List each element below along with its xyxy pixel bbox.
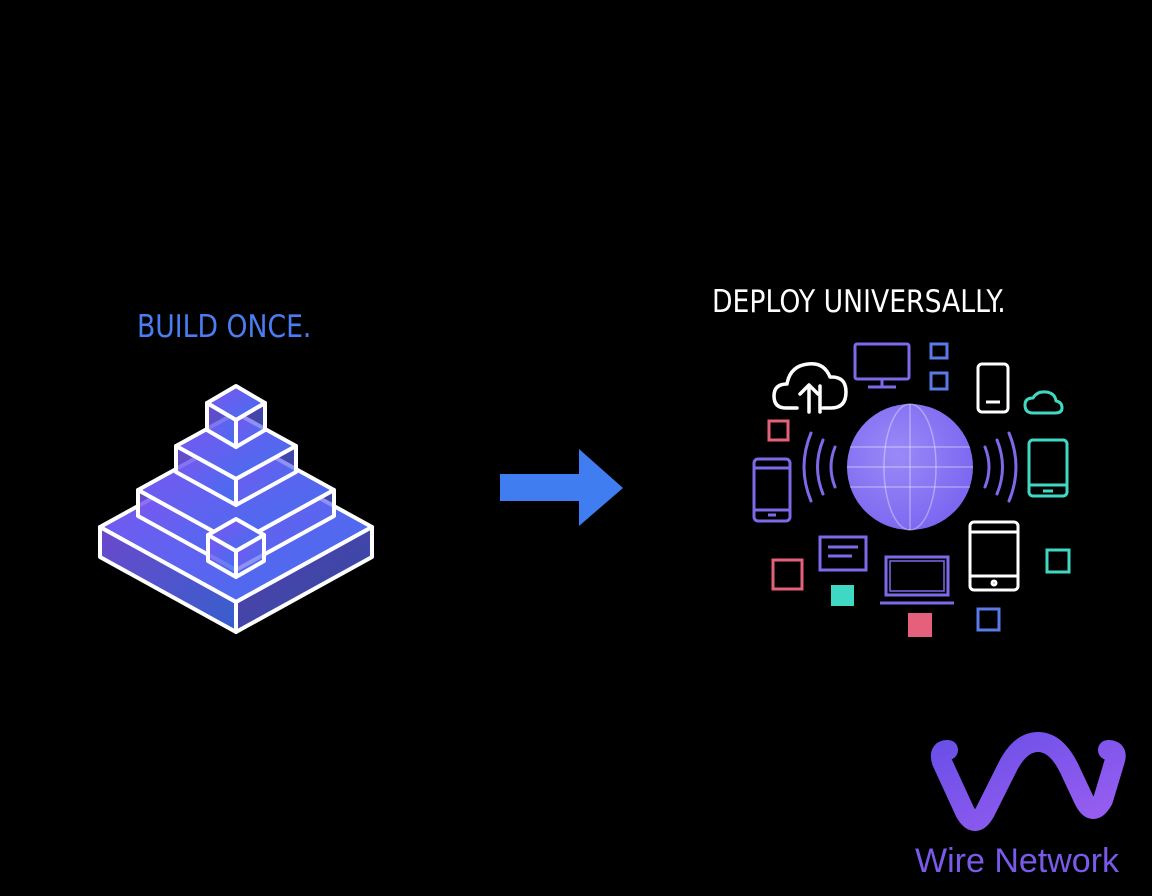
globe-icon bbox=[847, 403, 973, 531]
build-once-heading: BUILD ONCE. bbox=[137, 309, 312, 345]
square-icon bbox=[831, 585, 854, 606]
brand-name: Wire Network bbox=[915, 842, 1120, 880]
cloud-upload-icon bbox=[772, 362, 848, 414]
square-icon bbox=[908, 613, 932, 637]
stacked-pyramid-icon bbox=[98, 384, 374, 634]
pyramid-front-cube bbox=[206, 517, 266, 579]
tablet-icon bbox=[1027, 438, 1069, 498]
signal-wave-icon bbox=[802, 431, 1018, 503]
monitor-icon bbox=[853, 342, 911, 389]
window-icon bbox=[818, 535, 868, 572]
smartphone-icon bbox=[752, 457, 792, 523]
cloud-icon bbox=[1023, 390, 1064, 415]
arrow-right-icon bbox=[500, 449, 623, 526]
square-icon bbox=[771, 558, 804, 591]
square-icon bbox=[1045, 548, 1071, 574]
square-icon bbox=[767, 419, 790, 442]
square-icon bbox=[929, 342, 949, 360]
tablet-icon bbox=[968, 520, 1020, 592]
smartphone-icon bbox=[976, 362, 1010, 414]
square-icon bbox=[929, 371, 949, 391]
deploy-universally-heading: DEPLOY UNIVERSALLY. bbox=[712, 284, 1006, 320]
pyramid-top-cube bbox=[205, 384, 267, 449]
laptop-icon bbox=[880, 555, 954, 605]
square-icon bbox=[976, 607, 1001, 632]
wire-network-logo-icon bbox=[930, 732, 1126, 831]
